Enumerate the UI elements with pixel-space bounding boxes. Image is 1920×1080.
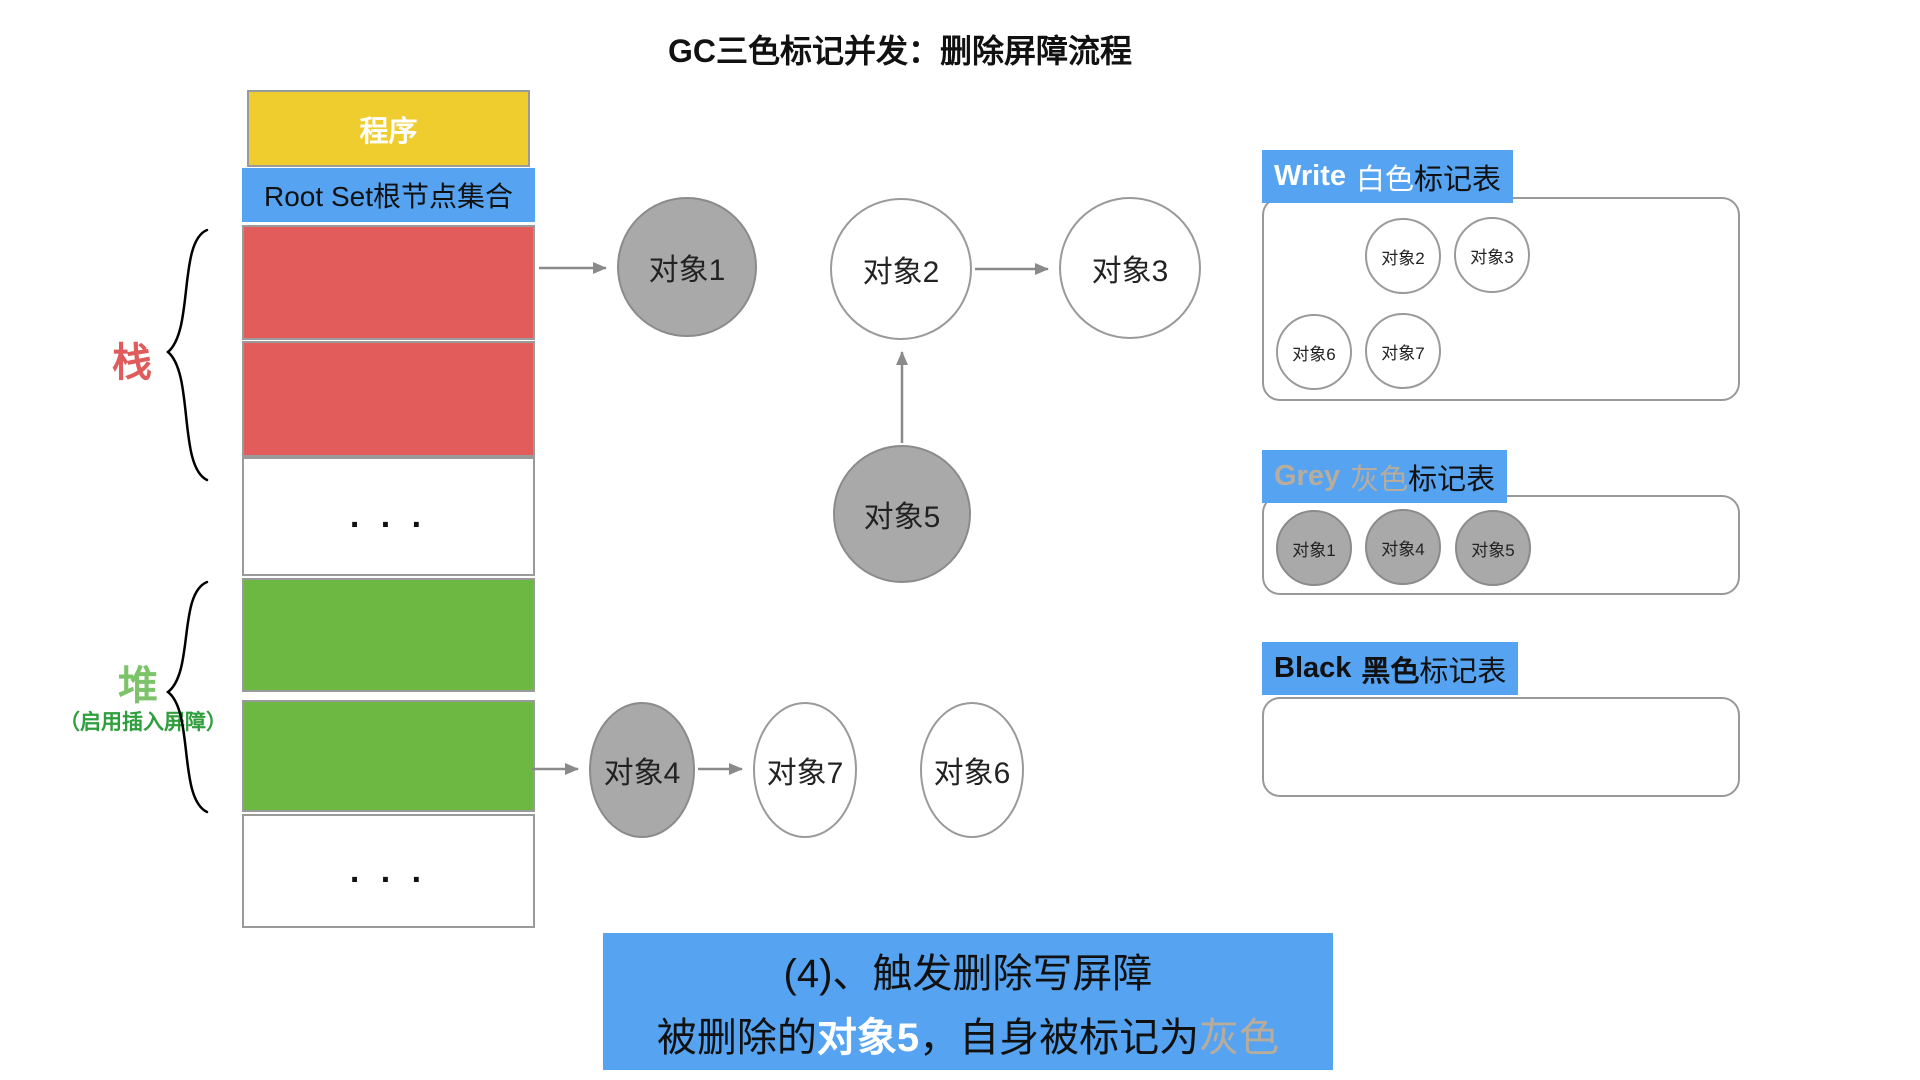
node-label: 对象3 bbox=[1091, 255, 1169, 288]
chip-label: 对象7 bbox=[1381, 343, 1425, 363]
white-table-title-suffix: 标记表 bbox=[1414, 163, 1502, 196]
black-table-title-en: Black bbox=[1274, 652, 1352, 684]
black-table-title-colorword: 黑色 bbox=[1361, 655, 1420, 688]
grey-table-title: Grey 灰色标记表 bbox=[1262, 450, 1508, 503]
rootset-box: Root Set根节点集合 bbox=[242, 168, 535, 222]
black-table-title: Black 黑色标记表 bbox=[1262, 642, 1519, 695]
white-table-item-obj7: 对象7 bbox=[1365, 313, 1441, 389]
heap-brace bbox=[165, 580, 209, 814]
graph-node-obj7: 对象7 bbox=[753, 702, 857, 838]
stack-cell-1 bbox=[242, 225, 535, 340]
grey-table-item-obj5: 对象5 bbox=[1455, 510, 1531, 586]
chip-label: 对象5 bbox=[1471, 540, 1515, 560]
callout-line2: 被删除的对象5，自身被标记为灰色 bbox=[657, 1005, 1279, 1063]
white-table-item-obj2: 对象2 bbox=[1365, 218, 1441, 294]
chip-label: 对象4 bbox=[1381, 539, 1425, 559]
grey-table-title-suffix: 标记表 bbox=[1408, 463, 1496, 496]
heap-ellipsis-box: . . . bbox=[242, 814, 535, 928]
ellipsis-text: . . . bbox=[349, 851, 428, 890]
grey-table-item-obj1: 对象1 bbox=[1276, 510, 1352, 586]
graph-node-obj1: 对象1 bbox=[617, 197, 757, 337]
program-box: 程序 bbox=[247, 90, 530, 167]
black-table-panel bbox=[1262, 697, 1740, 797]
step-callout: (4)、触发删除写屏障 被删除的对象5，自身被标记为灰色 bbox=[603, 933, 1333, 1070]
callout-line2-object: 对象5 bbox=[816, 1015, 920, 1060]
graph-node-obj5: 对象5 bbox=[833, 445, 971, 583]
graph-node-obj4: 对象4 bbox=[589, 702, 695, 838]
ellipsis-text: . . . bbox=[349, 497, 428, 535]
node-label: 对象1 bbox=[648, 254, 726, 287]
node-label: 对象4 bbox=[603, 757, 681, 790]
page-title: GC三色标记并发：删除屏障流程 bbox=[667, 33, 1132, 69]
chip-label: 对象6 bbox=[1292, 344, 1336, 364]
stack-label: 栈 bbox=[112, 341, 152, 385]
heap-label: 堆 bbox=[118, 664, 158, 708]
chip-label: 对象2 bbox=[1381, 248, 1425, 268]
white-table-item-obj3: 对象3 bbox=[1454, 217, 1530, 293]
chip-label: 对象1 bbox=[1292, 540, 1336, 560]
grey-table-item-obj4: 对象4 bbox=[1365, 509, 1441, 585]
graph-node-obj6: 对象6 bbox=[920, 702, 1024, 838]
node-label: 对象2 bbox=[862, 256, 940, 289]
heap-cell-1 bbox=[242, 578, 535, 692]
rootset-label: Root Set根节点集合 bbox=[264, 181, 513, 212]
stack-cell-2 bbox=[242, 341, 535, 457]
white-table-item-obj6: 对象6 bbox=[1276, 314, 1352, 390]
grey-table-title-en: Grey bbox=[1274, 460, 1341, 492]
white-table-title: Write 白色标记表 bbox=[1262, 150, 1514, 203]
heap-note: （启用插入屏障） bbox=[59, 711, 227, 734]
heap-cell-2 bbox=[242, 700, 535, 812]
chip-label: 对象3 bbox=[1470, 247, 1514, 267]
stack-brace bbox=[166, 228, 209, 482]
program-label: 程序 bbox=[359, 115, 418, 148]
node-label: 对象7 bbox=[766, 757, 844, 790]
stack-ellipsis-box: . . . bbox=[242, 457, 535, 576]
white-table-title-colorword: 白色 bbox=[1355, 163, 1414, 196]
callout-line1: (4)、触发删除写屏障 bbox=[783, 951, 1153, 996]
white-table-title-en: Write bbox=[1274, 160, 1346, 192]
graph-node-obj2: 对象2 bbox=[830, 198, 972, 340]
node-label: 对象5 bbox=[863, 501, 941, 534]
graph-node-obj3: 对象3 bbox=[1059, 197, 1201, 339]
callout-line2-prefix: 被删除的 bbox=[656, 1015, 817, 1060]
black-table-title-suffix: 标记表 bbox=[1419, 655, 1507, 688]
callout-line2-mid: ，自身被标记为 bbox=[919, 1015, 1200, 1060]
grey-table-title-colorword: 灰色 bbox=[1350, 463, 1409, 496]
node-label: 对象6 bbox=[933, 757, 1011, 790]
callout-line2-colorword: 灰色 bbox=[1199, 1015, 1280, 1060]
